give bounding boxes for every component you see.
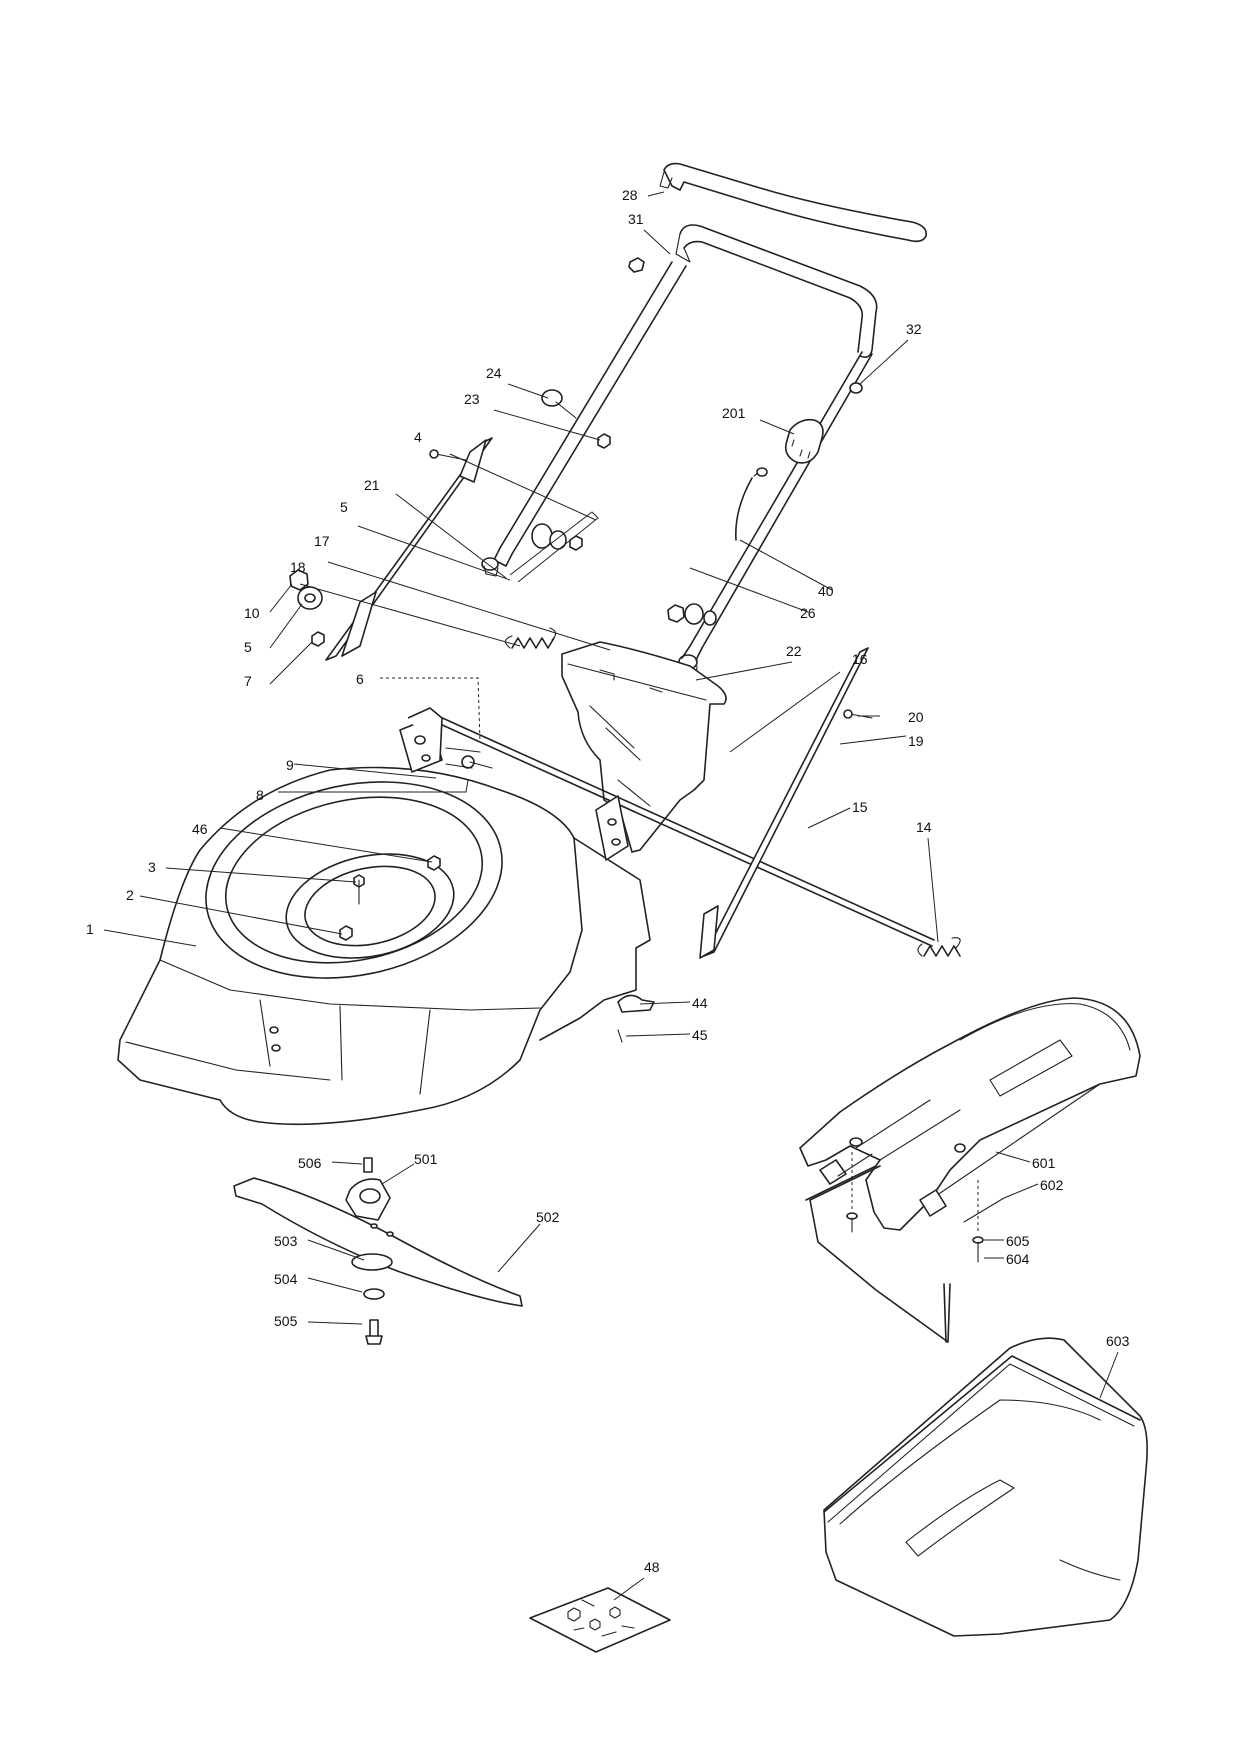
callout-14: 14 (916, 819, 932, 835)
callout-16: 16 (852, 651, 868, 667)
callout-15: 15 (852, 799, 868, 815)
callout-17: 17 (314, 533, 330, 549)
callout-20: 20 (908, 709, 924, 725)
rear-flap-housing (561, 641, 727, 853)
callout-44: 44 (692, 995, 708, 1011)
handle-hardware (429, 389, 824, 626)
callout-6: 6 (356, 671, 364, 687)
callout-22: 22 (786, 643, 802, 659)
callout-603: 603 (1106, 1333, 1130, 1349)
callout-40: 40 (818, 583, 834, 599)
callout-9: 9 (286, 757, 294, 773)
callout-602: 602 (1040, 1177, 1064, 1193)
callout-10: 10 (244, 605, 260, 621)
callout-24: 24 (486, 365, 502, 381)
callout-2: 2 (126, 887, 134, 903)
callout-5a: 5 (340, 499, 348, 515)
callout-601: 601 (1032, 1155, 1056, 1171)
upper-handle (659, 162, 928, 243)
callout-506: 506 (298, 1155, 322, 1171)
callout-504: 504 (274, 1271, 298, 1287)
callout-31: 31 (628, 211, 644, 227)
callout-1: 1 (86, 921, 94, 937)
leader-lines (103, 191, 1119, 1601)
callout-501: 501 (414, 1151, 438, 1167)
callout-19: 19 (908, 733, 924, 749)
callout-605: 605 (1006, 1233, 1030, 1249)
callout-26: 26 (800, 605, 816, 621)
lower-handle-frame (481, 224, 878, 679)
grass-bag (823, 1337, 1148, 1637)
callout-18: 18 (290, 559, 306, 575)
callout-48: 48 (644, 1559, 660, 1575)
callout-21: 21 (364, 477, 380, 493)
callout-8: 8 (256, 787, 264, 803)
callout-3: 3 (148, 859, 156, 875)
callout-4: 4 (414, 429, 422, 445)
callout-5b: 5 (244, 639, 252, 655)
grassbox-frame (799, 997, 1141, 1343)
left-height-bracket (289, 437, 493, 661)
callout-604: 604 (1006, 1251, 1030, 1267)
callout-46: 46 (192, 821, 208, 837)
callout-32: 32 (906, 321, 922, 337)
callout-23: 23 (464, 391, 480, 407)
callout-503: 503 (274, 1233, 298, 1249)
callout-505: 505 (274, 1313, 298, 1329)
mower-deck (117, 707, 655, 1126)
callout-7: 7 (244, 673, 252, 689)
callout-28: 28 (622, 187, 638, 203)
hardware-bag (529, 1587, 671, 1653)
callout-201: 201 (722, 405, 746, 421)
callout-45: 45 (692, 1027, 708, 1043)
blade-assembly (233, 1157, 523, 1345)
rear-axle (437, 647, 935, 959)
callout-502: 502 (536, 1209, 560, 1225)
callout-labels: 28 31 32 24 23 201 4 21 5 17 18 10 5 7 4… (86, 187, 1130, 1575)
